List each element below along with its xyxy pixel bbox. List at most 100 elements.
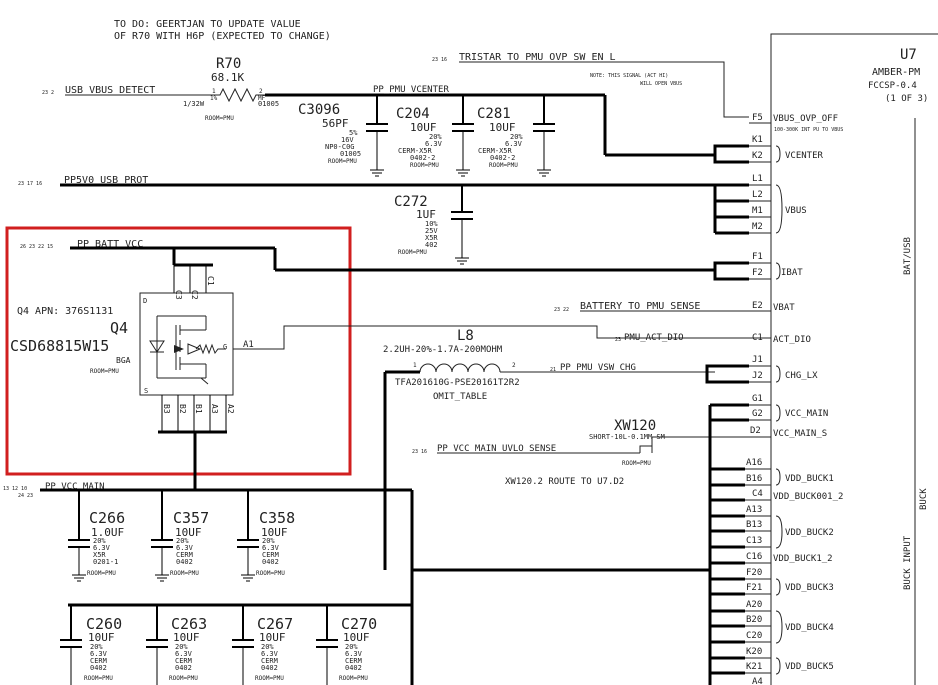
cap-c357[interactable]: C357 10UF 20% 6.3V CERM 0402 ROOM=PMU xyxy=(151,490,209,582)
r70-resistor-symbol[interactable] xyxy=(212,87,265,103)
c204-l4: 0402-2 xyxy=(410,154,435,162)
c358-l1: 20% xyxy=(262,537,275,545)
q4-pin-c2: C2 xyxy=(190,290,199,300)
c270-l1: 20% xyxy=(345,643,358,651)
c272-l2: 25V xyxy=(425,227,438,235)
r70-type: MF xyxy=(258,95,266,102)
cap-c272[interactable]: C272 1UF 10% 25V X5R 402 ROOM=PMU xyxy=(394,185,473,265)
c281-l1: 20% xyxy=(510,133,523,141)
c266-l3: X5R xyxy=(93,551,106,559)
u7-pin-m2: M2 xyxy=(752,222,763,232)
uvlo-net[interactable]: PP_VCC_MAIN_UVLO_SENSE xyxy=(437,444,556,454)
cap-c267[interactable]: C267 10UF 20% 6.3V CERM 0402 ROOM=PMU xyxy=(232,605,293,685)
r70-pin1: 1 xyxy=(212,88,216,95)
usb-vbus-detect-net[interactable]: USB_VBUS_DETECT xyxy=(65,85,155,96)
q4-pin-s: S xyxy=(144,387,148,395)
u7-pin-c16: C16 xyxy=(746,552,762,562)
q4-pin-c3: C3 xyxy=(174,290,183,300)
battery-sense-net[interactable]: BATTERY_TO_PMU_SENSE xyxy=(580,301,700,312)
q4-apn: Q4 APN: 376S1131 xyxy=(17,306,113,317)
u7-pin-c13: C13 xyxy=(746,536,762,546)
cap-c281[interactable]: C281 10UF 20% 6.3V CERM-X5R 0402-2 ROOM=… xyxy=(477,95,555,177)
c270-l3: CERM xyxy=(345,657,362,665)
u7-bus-combs xyxy=(705,144,749,685)
u7-sheet: (1 OF 3) xyxy=(885,94,928,104)
u7-pin-f2-name: IBAT xyxy=(781,268,803,278)
c358-l3: CERM xyxy=(262,551,279,559)
l8-pin2: 2 xyxy=(512,362,516,369)
u7-pin-k21: K21 xyxy=(746,662,762,672)
cap-c204[interactable]: C204 10UF 20% 6.3V CERM-X5R 0402-2 ROOM=… xyxy=(396,95,474,177)
u7-pin-f21-name: VDD_BUCK3 xyxy=(785,583,834,593)
u7-pin-f5-name: VBUS_OVP_OFF xyxy=(773,114,838,124)
q4-pkg: BGA xyxy=(116,356,131,365)
u7-pin-a13: A13 xyxy=(746,505,762,515)
c357-l3: CERM xyxy=(176,551,193,559)
pp-pmu-vsw-net[interactable]: PP_PMU_VSW_CHG xyxy=(560,363,636,373)
r70-tol: 1% xyxy=(210,95,218,102)
c270-l4: 0402 xyxy=(345,664,362,672)
q4-ref[interactable]: Q4 xyxy=(110,319,128,337)
q4-pin-a2: A2 xyxy=(226,404,235,414)
cap-c270[interactable]: C270 10UF 20% 6.3V CERM 0402 ROOM=PMU xyxy=(316,605,377,685)
c263-room: ROOM=PMU xyxy=(169,675,198,682)
tristar-net[interactable]: TRISTAR_TO_PMU_OVP_SW_EN_L xyxy=(459,52,616,63)
q4-pin-b3: B3 xyxy=(162,404,171,414)
r70-ref[interactable]: R70 xyxy=(216,56,241,72)
tristar-pages: 23 16 xyxy=(432,57,447,63)
pp-vcc-main-pages1: 13 12 10 xyxy=(3,486,27,492)
battery-sense-pages: 23 22 xyxy=(554,307,569,313)
u7-pin-f21: F21 xyxy=(746,583,762,593)
cap-c263[interactable]: C263 10UF 20% 6.3V CERM 0402 ROOM=PMU xyxy=(146,605,207,685)
l8-value: 2.2UH-20%-1.7A-200MOHM xyxy=(383,345,503,355)
c270-l2: 6.3V xyxy=(345,650,363,658)
c266-l2: 6.3V xyxy=(93,544,111,552)
u7-pin-g1: G1 xyxy=(752,394,763,404)
c263-l3: CERM xyxy=(175,657,192,665)
u7-pin-m1: M1 xyxy=(752,206,763,216)
xw120-ref[interactable]: XW120 xyxy=(614,418,656,434)
pp-batt-net[interactable]: PP_BATT_VCC xyxy=(77,239,143,250)
u7-pin-a4: A4 xyxy=(752,677,763,685)
u7-pin-f20: F20 xyxy=(746,568,762,578)
u7-pin-a16: A16 xyxy=(746,458,762,468)
pp5v0-net[interactable]: PP5V0_USB_PROT xyxy=(64,175,148,186)
l8-ref[interactable]: L8 xyxy=(457,328,474,344)
cap-c266[interactable]: C266 1.0UF 20% 6.3V X5R 0201-1 ROOM=PMU xyxy=(68,490,125,582)
q4-pin-d: D xyxy=(143,297,147,305)
u7-pins: F5 VBUS_OVP_OFF K1 K2 VCENTER L1 L2 M1 V… xyxy=(746,113,843,685)
u7-side-buck-input: BUCK INPUT xyxy=(903,535,913,590)
cap-c3096[interactable]: C3096 56PF 5% 16V NP0-C0G 01005 ROOM=PMU xyxy=(298,95,388,177)
cap-c358[interactable]: C358 10UF 20% 6.3V CERM 0402 ROOM=PMU xyxy=(237,490,295,582)
usb-vbus-detect-pages: 23 2 xyxy=(42,90,54,96)
u7-ref[interactable]: U7 xyxy=(900,47,917,63)
c281-l4: 0402-2 xyxy=(490,154,515,162)
cap-c260[interactable]: C260 10UF 20% 6.3V CERM 0402 ROOM=PMU xyxy=(60,605,122,685)
q4-mosfet[interactable]: C3 C2 C1 D G S B3 B2 B1 A3 A2 xyxy=(139,248,235,490)
u7-pin-j1: J1 xyxy=(752,355,763,365)
l8-part: TFA201610G-PSE20161T2R2 xyxy=(395,378,520,388)
pmu-act-dio-net[interactable]: PMU_ACT_DIO xyxy=(624,333,684,343)
u7-pin-b13-name: VDD_BUCK2 xyxy=(785,528,834,538)
u7-group-braces xyxy=(775,145,783,675)
c266-room: ROOM=PMU xyxy=(87,570,116,577)
u7-pin-c16-name: VDD_BUCK1_2 xyxy=(773,554,833,564)
c263-l4: 0402 xyxy=(175,664,192,672)
c281-value: 10UF xyxy=(489,121,516,134)
u7-pin-d2: D2 xyxy=(750,426,761,436)
q4-room: ROOM=PMU xyxy=(90,368,119,375)
c267-l4: 0402 xyxy=(261,664,278,672)
u7-pin-e2: E2 xyxy=(752,301,763,311)
pp5v0-pages: 23 17 16 xyxy=(18,181,42,187)
c358-value: 10UF xyxy=(261,526,288,539)
c260-l1: 20% xyxy=(90,643,103,651)
u7-pin-b13: B13 xyxy=(746,520,762,530)
c204-l2: 6.3V xyxy=(425,140,443,148)
pp-vcc-main-net[interactable]: PP_VCC_MAIN xyxy=(45,482,105,492)
r70-size: 01005 xyxy=(258,100,279,108)
u7-pin-k20: K20 xyxy=(746,647,762,657)
u7-body[interactable] xyxy=(770,33,938,685)
q4-body xyxy=(139,292,234,396)
u7-pin-b16: B16 xyxy=(746,474,762,484)
pp-pmu-vcenter-net[interactable]: PP_PMU_VCENTER xyxy=(373,85,449,95)
